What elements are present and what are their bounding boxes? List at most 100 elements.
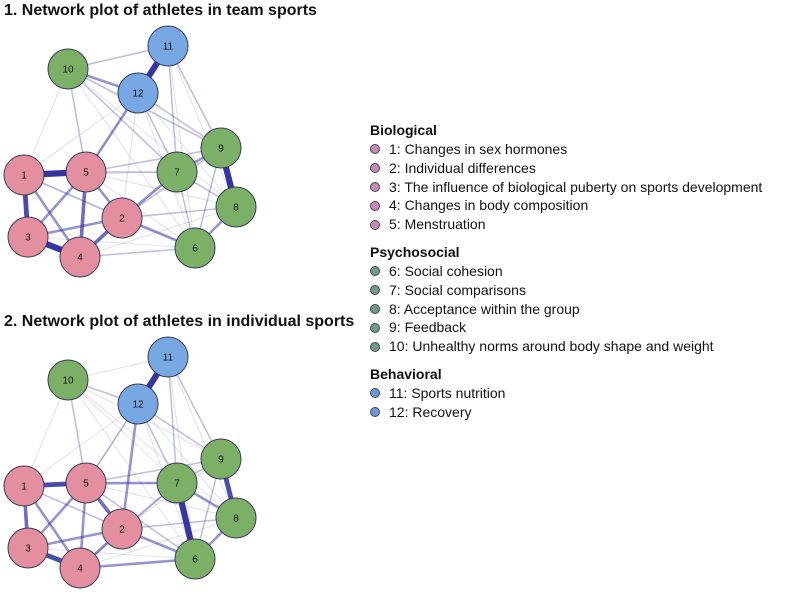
legend-item-label: 11: Sports nutrition: [389, 384, 506, 401]
edge-1-12: [23, 403, 139, 487]
node-circle: [215, 186, 257, 228]
node-9: 9: [200, 438, 242, 480]
legend-item: 6: Social cohesion: [370, 262, 808, 281]
node-circle: [117, 72, 159, 114]
node-label: 2: [119, 214, 125, 225]
node-label: 10: [62, 65, 74, 76]
legend-item-label: 12: Recovery: [389, 403, 472, 420]
edge-11-7: [167, 356, 178, 484]
legend-item-label: 4: Changes in body composition: [389, 197, 589, 214]
edge-12-8: [137, 403, 237, 519]
node-circle: [215, 497, 257, 539]
legend-item: 3: The influence of biological puberty o…: [370, 178, 808, 197]
legend-item: 1: Changes in sex hormones: [370, 140, 808, 159]
legend-item-label: 2: Individual differences: [389, 159, 536, 176]
node-circle: [59, 547, 101, 589]
legend-item-label: 1: Changes in sex hormones: [389, 141, 568, 157]
node-11: 11: [147, 336, 189, 378]
legend-item: 5: Menstruation: [370, 215, 808, 234]
edge-2-12: [121, 92, 139, 219]
edge-5-8: [85, 482, 237, 519]
node-label: 8: [233, 514, 239, 525]
node-9: 9: [200, 127, 242, 169]
legend-item-label: 6: Social cohesion: [389, 262, 503, 279]
legend-item: 8: Acceptance within the group: [370, 300, 808, 319]
node-circle: [174, 538, 216, 580]
legend-item: 2: Individual differences: [370, 159, 808, 178]
node-label: 3: [25, 233, 31, 244]
legend-item-label: 8: Acceptance within the group: [389, 300, 580, 317]
edge-8-11: [167, 356, 237, 519]
node-label: 4: [77, 564, 83, 575]
node-4: 4: [59, 547, 101, 589]
edge-5-9: [85, 458, 222, 484]
edge-8-10: [67, 68, 237, 208]
beh-dot-icon: [370, 407, 380, 418]
node-circle: [147, 25, 189, 67]
node-circle: [147, 336, 189, 378]
legend-item: 12: Recovery: [370, 403, 808, 422]
node-2: 2: [101, 197, 143, 239]
node-circle: [174, 227, 216, 269]
legend-group-psychosocial: Psychosocial 6: Social cohesion 7: Socia…: [370, 243, 808, 356]
node-label: 11: [163, 353, 174, 364]
legend-item: 7: Social comparisons: [370, 281, 808, 300]
node-circle: [200, 127, 242, 169]
legend-group-behavioral: Behavioral 11: Sports nutrition 12: Reco…: [370, 365, 808, 422]
node-10: 10: [47, 359, 89, 401]
node-circle: [101, 197, 143, 239]
node-circle: [117, 383, 159, 425]
edge-12-8: [137, 92, 237, 208]
edge-5-8: [85, 171, 237, 208]
node-6: 6: [174, 227, 216, 269]
node-7: 7: [156, 151, 198, 193]
edge-8-11: [167, 45, 237, 208]
edge-6-10: [67, 68, 196, 249]
psy-dot-icon: [370, 266, 380, 277]
bio-dot-icon: [370, 200, 380, 211]
edge-3-6: [27, 547, 196, 560]
edge-6-10: [67, 379, 196, 560]
legend-item-label: 7: Social comparisons: [389, 281, 526, 298]
node-circle: [7, 527, 49, 569]
node-label: 4: [77, 253, 83, 264]
node-circle: [65, 151, 107, 193]
legend-item-label: 5: Menstruation: [389, 216, 486, 233]
node-label: 7: [174, 168, 180, 179]
node-circle: [156, 462, 198, 504]
node-label: 11: [163, 42, 174, 53]
node-6: 6: [174, 538, 216, 580]
edge-2-12: [120, 402, 140, 531]
node-3: 3: [7, 527, 49, 569]
plot-title-individual: 2. Network plot of athletes in individua…: [4, 313, 355, 330]
edge-8-10: [67, 379, 237, 519]
node-circle: [3, 465, 45, 507]
bio-dot-icon: [370, 144, 380, 155]
node-8: 8: [215, 497, 257, 539]
node-label: 12: [132, 89, 144, 100]
edge-11-6: [167, 45, 196, 249]
bio-dot-icon: [370, 219, 380, 230]
node-label: 1: [21, 482, 27, 493]
node-label: 1: [21, 171, 27, 182]
node-label: 8: [233, 203, 239, 214]
node-circle: [7, 216, 49, 258]
node-circle: [59, 236, 101, 278]
node-12: 12: [117, 72, 159, 114]
legend-heading: Biological: [370, 122, 437, 138]
legend-item: 11: Sports nutrition: [370, 384, 808, 403]
node-5: 5: [65, 151, 107, 193]
node-2: 2: [101, 508, 143, 550]
psy-dot-icon: [370, 303, 380, 314]
node-label: 6: [192, 244, 198, 255]
edge-11-7: [167, 45, 178, 173]
node-10: 10: [47, 48, 89, 90]
node-label: 2: [119, 525, 125, 536]
edge-1-12: [23, 92, 139, 176]
node-7: 7: [156, 462, 198, 504]
psy-dot-icon: [370, 341, 380, 352]
node-circle: [101, 508, 143, 550]
node-label: 7: [174, 479, 180, 490]
